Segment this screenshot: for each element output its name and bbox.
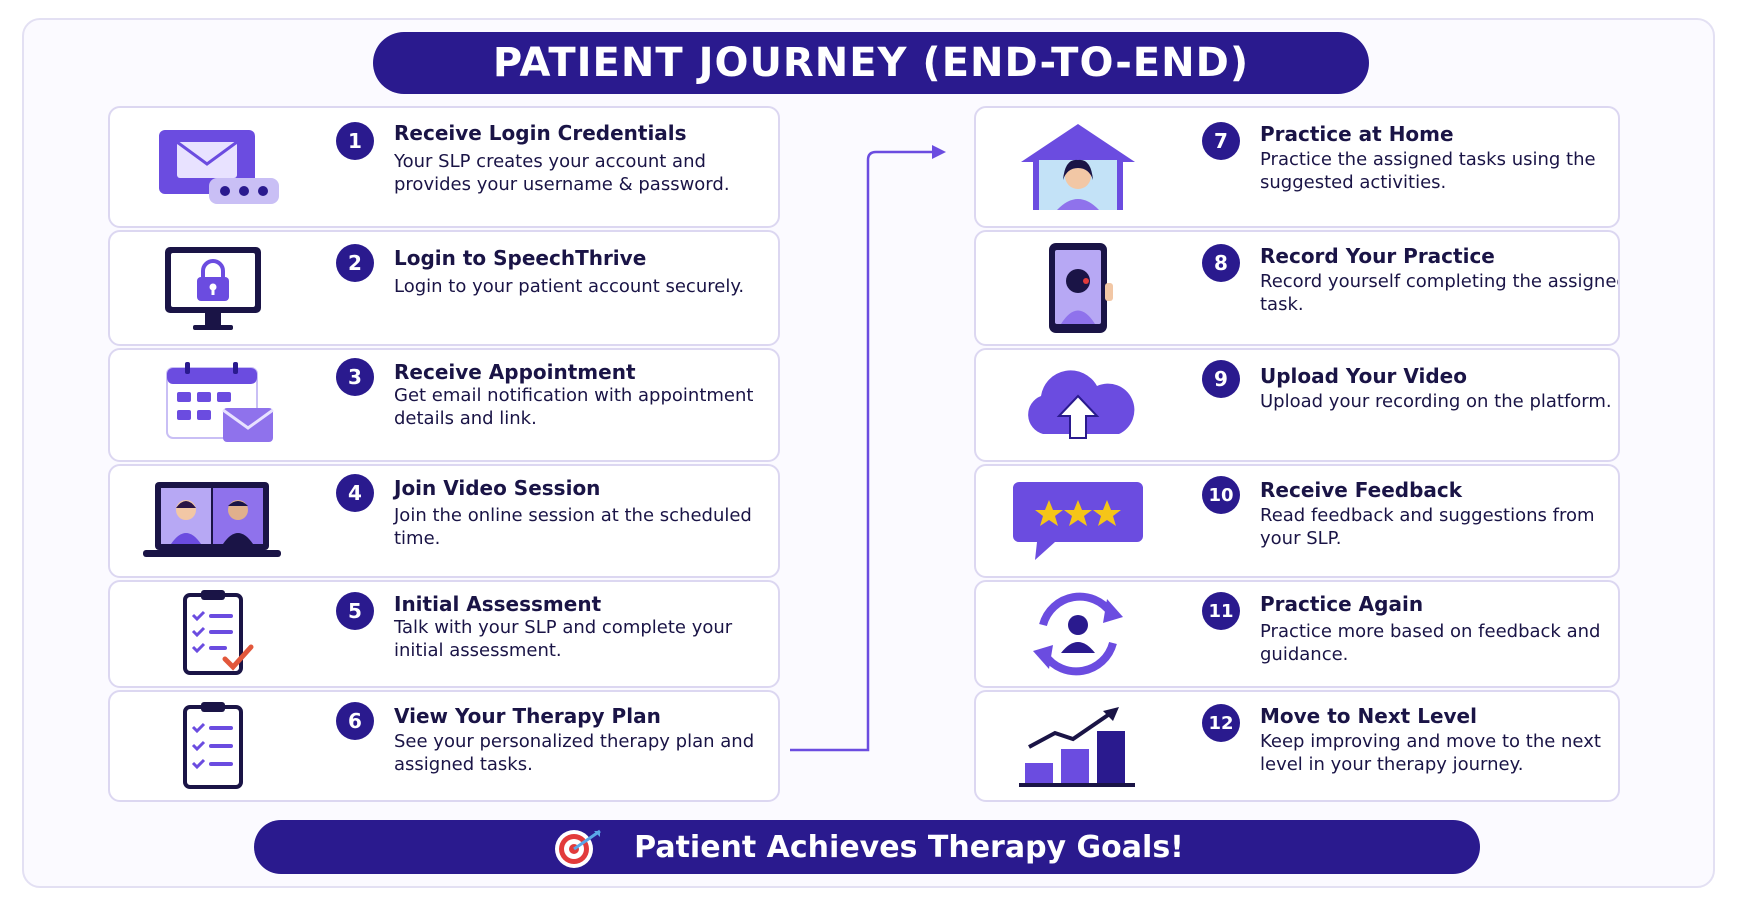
step-card-7: 7 Practice at Home Practice the assigned…: [974, 106, 1620, 228]
step-description: Record yourself completing the assigned …: [1260, 271, 1620, 315]
clipboard-checklist-icon: [128, 696, 296, 796]
step-card-8: 8 Record Your Practice Record yourself c…: [974, 230, 1620, 346]
step-card-3: 3 Receive Appointment Get email notifica…: [108, 348, 780, 462]
speech-bubble-stars-icon: [994, 471, 1162, 571]
step-card-11: 11 Practice Again Practice more based on…: [974, 580, 1620, 688]
step-title: Record Your Practice: [1260, 244, 1495, 268]
target-arrow-icon: [550, 825, 608, 869]
step-card-1: 1 Receive Login Credentials Your SLP cre…: [108, 106, 780, 228]
step-card-5: 5 Initial Assessment Talk with your SLP …: [108, 580, 780, 688]
step-number-badge: 5: [336, 592, 374, 630]
step-number-badge: 1: [336, 122, 374, 160]
step-number-badge: 10: [1202, 476, 1240, 514]
step-number-badge: 6: [336, 702, 374, 740]
step-title: Join Video Session: [394, 476, 601, 500]
step-number-badge: 7: [1202, 122, 1240, 160]
step-card-4: 4 Join Video Session Join the online ses…: [108, 464, 780, 578]
step-number-badge: 9: [1202, 360, 1240, 398]
cloud-upload-icon: [994, 355, 1162, 455]
step-number-badge: 3: [336, 358, 374, 396]
clipboard-checklist-pen-icon: [128, 584, 296, 684]
step-title: Receive Appointment: [394, 360, 636, 384]
step-description: Read feedback and suggestions from your …: [1260, 505, 1595, 549]
step-title: Receive Login Credentials: [394, 121, 687, 145]
step-description: See your personalized therapy plan and a…: [394, 731, 755, 775]
goal-text: Patient Achieves Therapy Goals!: [634, 829, 1184, 865]
cycle-person-icon: [994, 584, 1162, 684]
step-description: Practice more based on feedback and guid…: [1260, 621, 1601, 665]
step-title: Practice Again: [1260, 592, 1424, 616]
step-number-badge: 2: [336, 244, 374, 282]
monitor-lock-icon: [128, 238, 296, 338]
step-number-badge: 4: [336, 474, 374, 512]
phone-recording-icon: [994, 238, 1162, 338]
calendar-envelope-icon: [128, 355, 296, 455]
step-description: Practice the assigned tasks using the su…: [1260, 149, 1596, 193]
step-title: Upload Your Video: [1260, 364, 1467, 388]
step-card-9: 9 Upload Your Video Upload your recordin…: [974, 348, 1620, 462]
goal-banner: Patient Achieves Therapy Goals!: [254, 820, 1480, 874]
step-description: Keep improving and move to the next leve…: [1260, 731, 1601, 775]
step-title: Initial Assessment: [394, 592, 602, 616]
step-description: Login to your patient account securely.: [394, 276, 745, 297]
step-title: Receive Feedback: [1260, 478, 1463, 502]
step-title: View Your Therapy Plan: [394, 704, 661, 728]
step-card-6: 6 View Your Therapy Plan See your person…: [108, 690, 780, 802]
page-title: PATIENT JOURNEY (END-TO-END): [492, 40, 1250, 86]
step-description: Upload your recording on the platform.: [1260, 391, 1612, 412]
step-card-12: 12 Move to Next Level Keep improving and…: [974, 690, 1620, 802]
step-description: Join the online session at the scheduled…: [394, 505, 752, 549]
step-number-badge: 8: [1202, 244, 1240, 282]
growth-chart-icon: [994, 696, 1162, 796]
step-title: Practice at Home: [1260, 122, 1454, 146]
step-description: Talk with your SLP and complete your ini…: [394, 617, 733, 661]
step-title: Login to SpeechThrive: [394, 246, 647, 270]
laptop-video-call-icon: [128, 471, 296, 571]
step-card-10: 10 Receive Feedback Read feedback and su…: [974, 464, 1620, 578]
title-banner: PATIENT JOURNEY (END-TO-END): [373, 32, 1369, 94]
step-number-badge: 12: [1202, 704, 1240, 742]
step-description: Your SLP creates your account and provid…: [394, 151, 730, 195]
envelope-password-icon: [128, 117, 296, 217]
step-number-badge: 11: [1202, 592, 1240, 630]
step-title: Move to Next Level: [1260, 704, 1477, 728]
step-card-2: 2 Login to SpeechThrive Login to your pa…: [108, 230, 780, 346]
house-person-icon: [994, 117, 1162, 217]
step-description: Get email notification with appointment …: [394, 385, 754, 429]
